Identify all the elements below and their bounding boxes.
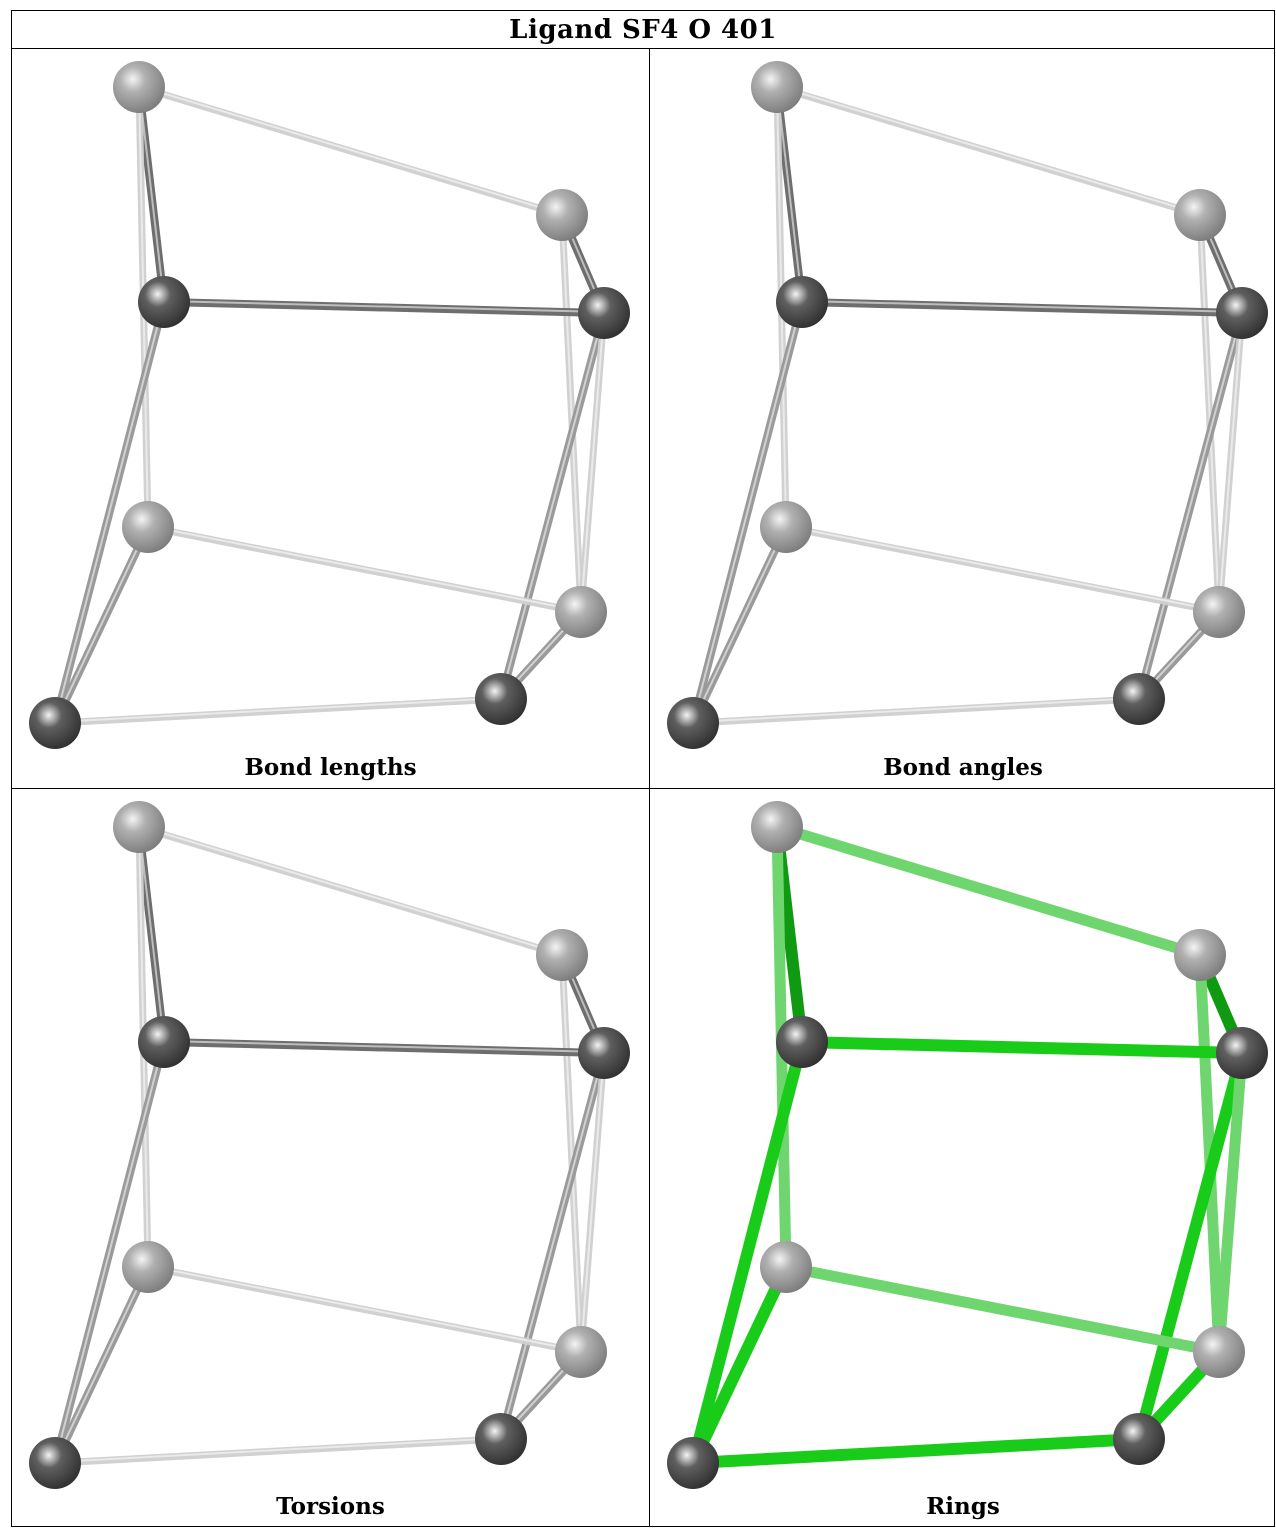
bond-highlight-11 <box>692 697 1140 723</box>
bond-highlight-9 <box>54 525 149 723</box>
atom-1 <box>1174 929 1226 981</box>
atom-2 <box>776 276 828 328</box>
molecule-render <box>29 61 630 749</box>
bond-highlight-12 <box>1218 311 1243 612</box>
atom-1 <box>536 929 588 981</box>
bond-highlight-5 <box>163 300 605 313</box>
row-divider <box>12 788 1274 789</box>
atom-7 <box>475 1413 527 1465</box>
bond-highlight-6 <box>54 300 165 723</box>
atom-6 <box>29 697 81 749</box>
bond-highlight-7 <box>1138 311 1243 699</box>
panel-caption: Bond lengths <box>244 754 417 781</box>
atom-5 <box>1193 1326 1245 1378</box>
bond-highlight-4 <box>561 213 582 612</box>
atom-5 <box>555 1326 607 1378</box>
panel-rings: Rings <box>650 789 1276 1527</box>
panel-bond-angles: Bond angles <box>650 49 1276 788</box>
panel-bond-lengths: Bond lengths <box>12 49 649 788</box>
atom-3 <box>1216 1027 1268 1079</box>
bond-11 <box>687 1433 1145 1469</box>
panel-caption: Rings <box>926 1493 1000 1520</box>
atom-6 <box>667 697 719 749</box>
bond-highlight-0 <box>776 85 1201 215</box>
atom-7 <box>1113 673 1165 725</box>
bond-highlight-9 <box>692 525 787 723</box>
bond-highlight-0 <box>138 825 563 955</box>
atom-4 <box>122 501 174 553</box>
atom-3 <box>578 287 630 339</box>
atom-2 <box>138 276 190 328</box>
bond-9 <box>687 1261 792 1469</box>
bond-highlight-8 <box>147 1265 582 1352</box>
bond-highlight-8 <box>785 525 1220 612</box>
molecule-render <box>29 801 630 1489</box>
bond-highlight-11 <box>54 697 502 723</box>
atom-0 <box>751 61 803 113</box>
atom-2 <box>138 1016 190 1068</box>
atom-4 <box>760 501 812 553</box>
bond-highlight-12 <box>580 311 605 612</box>
atom-3 <box>578 1027 630 1079</box>
bond-highlight-5 <box>801 300 1243 313</box>
atom-2 <box>776 1016 828 1068</box>
atom-0 <box>113 61 165 113</box>
molecule-render <box>667 801 1268 1489</box>
bond-highlight-7 <box>500 1051 605 1439</box>
panel-torsions: Torsions <box>12 789 649 1527</box>
bond-highlight-6 <box>692 300 803 723</box>
bond-highlight-0 <box>138 85 563 215</box>
atom-6 <box>29 1437 81 1489</box>
bond-8 <box>780 1261 1225 1358</box>
atom-5 <box>1193 586 1245 638</box>
bond-12 <box>1213 1047 1248 1358</box>
atom-0 <box>751 801 803 853</box>
panel-caption: Bond angles <box>883 754 1043 781</box>
bond-highlight-8 <box>147 525 582 612</box>
atom-4 <box>122 1241 174 1293</box>
bond-0 <box>771 821 1206 961</box>
bond-7 <box>1133 1047 1248 1445</box>
atom-1 <box>536 189 588 241</box>
bond-highlight-12 <box>580 1051 605 1352</box>
bond-highlight-7 <box>500 311 605 699</box>
bond-highlight-4 <box>561 953 582 1352</box>
atom-0 <box>113 801 165 853</box>
atom-4 <box>760 1241 812 1293</box>
molecule-render <box>667 61 1268 749</box>
atom-3 <box>1216 287 1268 339</box>
atom-1 <box>1174 189 1226 241</box>
page-title: Ligand SF4 O 401 <box>12 11 1274 49</box>
atom-7 <box>1113 1413 1165 1465</box>
figure-table: Ligand SF4 O 401 Bond lengths Bond angle… <box>11 10 1275 1527</box>
bond-5 <box>796 1036 1248 1059</box>
atom-6 <box>667 1437 719 1489</box>
bond-highlight-11 <box>54 1437 502 1463</box>
panel-caption: Torsions <box>276 1493 385 1520</box>
bond-6 <box>687 1036 808 1469</box>
atom-7 <box>475 673 527 725</box>
bond-highlight-9 <box>54 1265 149 1463</box>
atom-5 <box>555 586 607 638</box>
bond-highlight-6 <box>54 1040 165 1463</box>
bond-highlight-5 <box>163 1040 605 1053</box>
bond-highlight-4 <box>1199 213 1220 612</box>
